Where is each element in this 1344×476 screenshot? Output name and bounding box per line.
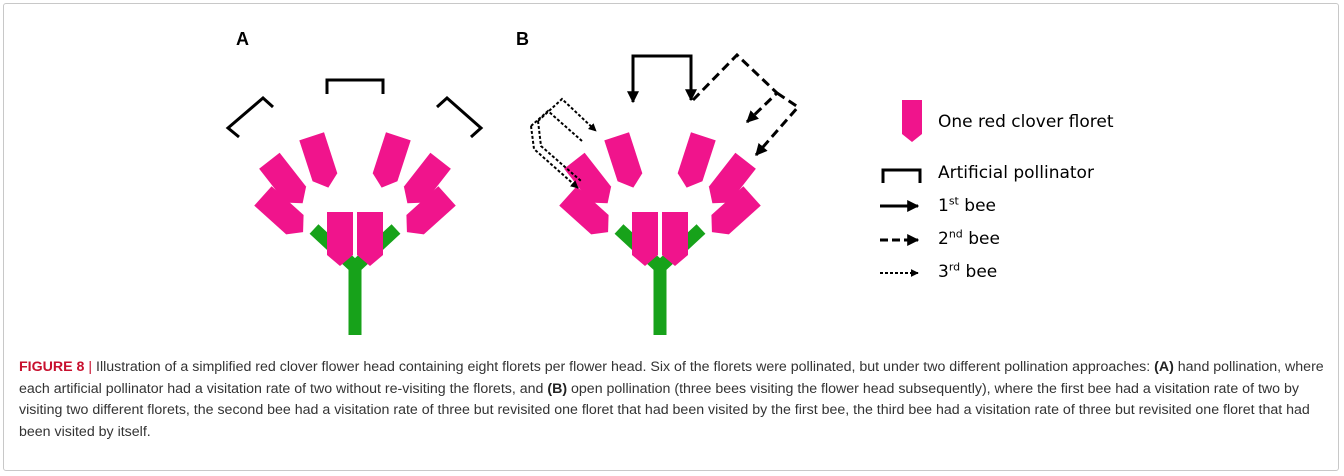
caption-ref-a: (A)	[1154, 359, 1174, 375]
caption-ref-b: (B)	[547, 380, 568, 397]
pollinator-top-a	[325, 78, 385, 94]
legend-bee2-label: 2nd bee	[938, 227, 1000, 249]
figure-illustration: A B	[225, 29, 1114, 345]
figure-svg	[225, 52, 922, 345]
bee3-path	[530, 97, 597, 189]
legend-pollinator-icon	[881, 168, 922, 183]
pollinator-left-a	[225, 96, 275, 139]
panel-a-label: A	[236, 29, 249, 49]
caption-text-2: hand pollination, where each artificial …	[19, 359, 1324, 397]
caption-text-3: open pollination (three bees visiting th…	[19, 380, 1310, 440]
legend-floret-icon	[902, 100, 922, 142]
flower-head-b	[559, 132, 761, 335]
pollinator-right-a	[435, 95, 484, 139]
legend	[880, 100, 922, 277]
figure-caption: FIGURE 8 | Illustration of a simplified …	[19, 357, 1327, 443]
bee-paths-b	[530, 52, 801, 189]
bee1-path	[631, 54, 697, 102]
panel-b-label: B	[516, 29, 529, 49]
caption-separator: |	[84, 359, 97, 375]
figure-frame	[3, 3, 1339, 471]
flower-head-a	[254, 132, 456, 335]
legend-pollinator-label: Artificial pollinator	[938, 163, 1094, 183]
caption-text-1: Illustration of a simplified red clover …	[96, 359, 1155, 375]
bee2-path	[691, 52, 801, 156]
caption-label: FIGURE 8	[19, 359, 85, 375]
artificial-pollinators-a	[225, 78, 484, 139]
legend-bee1-label: 1st bee	[938, 194, 996, 216]
legend-floret-label: One red clover floret	[938, 112, 1114, 132]
legend-bee3-label: 3rd bee	[938, 260, 998, 282]
